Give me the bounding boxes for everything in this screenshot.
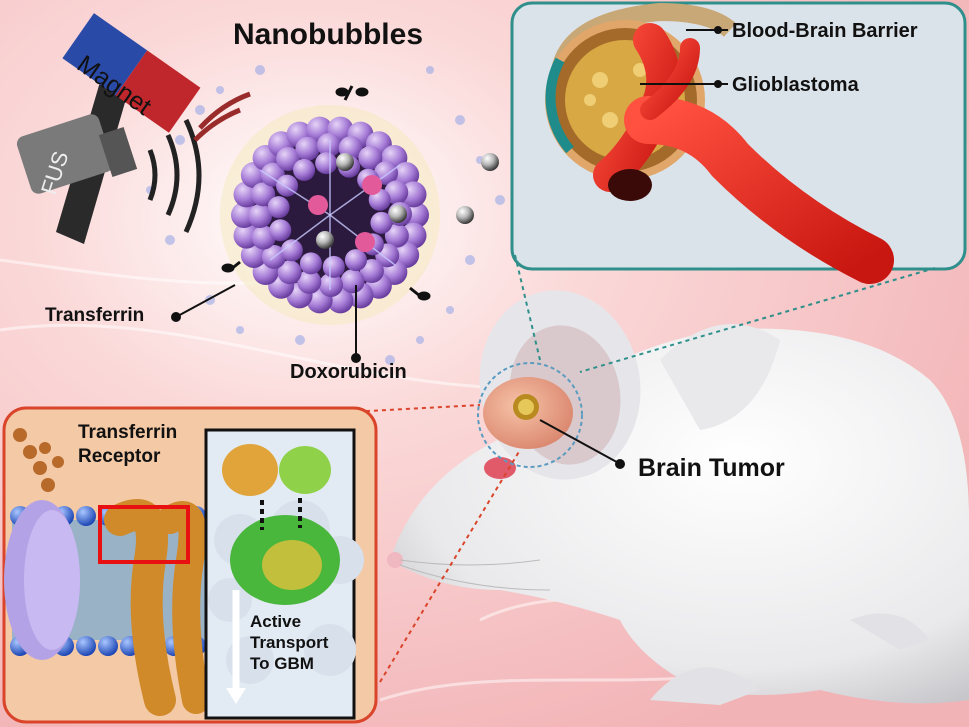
magnet bbox=[62, 13, 201, 133]
bbb-inset bbox=[510, 1, 967, 284]
lipid-ball bbox=[317, 133, 342, 158]
active-transport-line2: Transport bbox=[250, 633, 329, 652]
lipid-ball bbox=[251, 182, 276, 207]
lipid-ball bbox=[276, 174, 299, 197]
lipid-ball bbox=[315, 152, 338, 175]
lipid-ball bbox=[318, 272, 343, 297]
lipid-ball bbox=[277, 260, 302, 285]
lipid-ball bbox=[280, 239, 303, 262]
active-transport-line1: Active bbox=[250, 612, 302, 631]
transferrin-receptor-line2: Receptor bbox=[78, 446, 161, 467]
transferrin-label: Transferrin bbox=[45, 305, 145, 326]
receptor-inset bbox=[2, 406, 378, 724]
lipid-ball bbox=[297, 269, 322, 294]
active-transport-line3: To GBM bbox=[250, 654, 314, 673]
lipid-ball bbox=[267, 196, 290, 219]
membrane-head bbox=[76, 506, 96, 526]
blood-brain-barrier-label: Blood-Brain Barrier bbox=[732, 20, 918, 42]
transferrin-receptor-line1: Transferrin bbox=[78, 422, 178, 443]
diffuse-particles bbox=[146, 65, 524, 365]
connector-lines bbox=[349, 254, 936, 683]
ultrasound-waves bbox=[147, 91, 251, 234]
glioblastoma-label: Glioblastoma bbox=[732, 74, 859, 96]
lipid-ball bbox=[295, 136, 320, 161]
lipid-ball bbox=[299, 252, 322, 275]
lipid-ball bbox=[322, 255, 345, 278]
lipid-ball bbox=[358, 145, 383, 170]
mouse bbox=[387, 290, 969, 705]
fus-transducer bbox=[16, 82, 138, 244]
lipid-ball bbox=[370, 211, 393, 234]
transferrin-receptor-label: Transferrin Receptor bbox=[78, 421, 177, 469]
membrane-head bbox=[76, 636, 96, 656]
membrane-head bbox=[98, 636, 118, 656]
doxorubicin-label: Doxorubicin bbox=[290, 361, 407, 383]
lipid-ball bbox=[344, 249, 367, 272]
lipid-ball bbox=[293, 158, 316, 181]
nanobubbles-label: Nanobubbles bbox=[233, 18, 424, 51]
lipid-ball bbox=[384, 223, 409, 248]
brain-tumor-label: Brain Tumor bbox=[638, 454, 785, 482]
lipid-ball bbox=[340, 269, 365, 294]
lipid-ball bbox=[359, 259, 384, 284]
lipid-ball bbox=[276, 146, 301, 171]
nanobubble bbox=[220, 85, 440, 325]
lipid-ball bbox=[269, 219, 292, 242]
active-transport-label: Active Transport To GBM bbox=[250, 611, 328, 674]
lipid-ball bbox=[248, 203, 273, 228]
label-leaders bbox=[171, 284, 361, 363]
